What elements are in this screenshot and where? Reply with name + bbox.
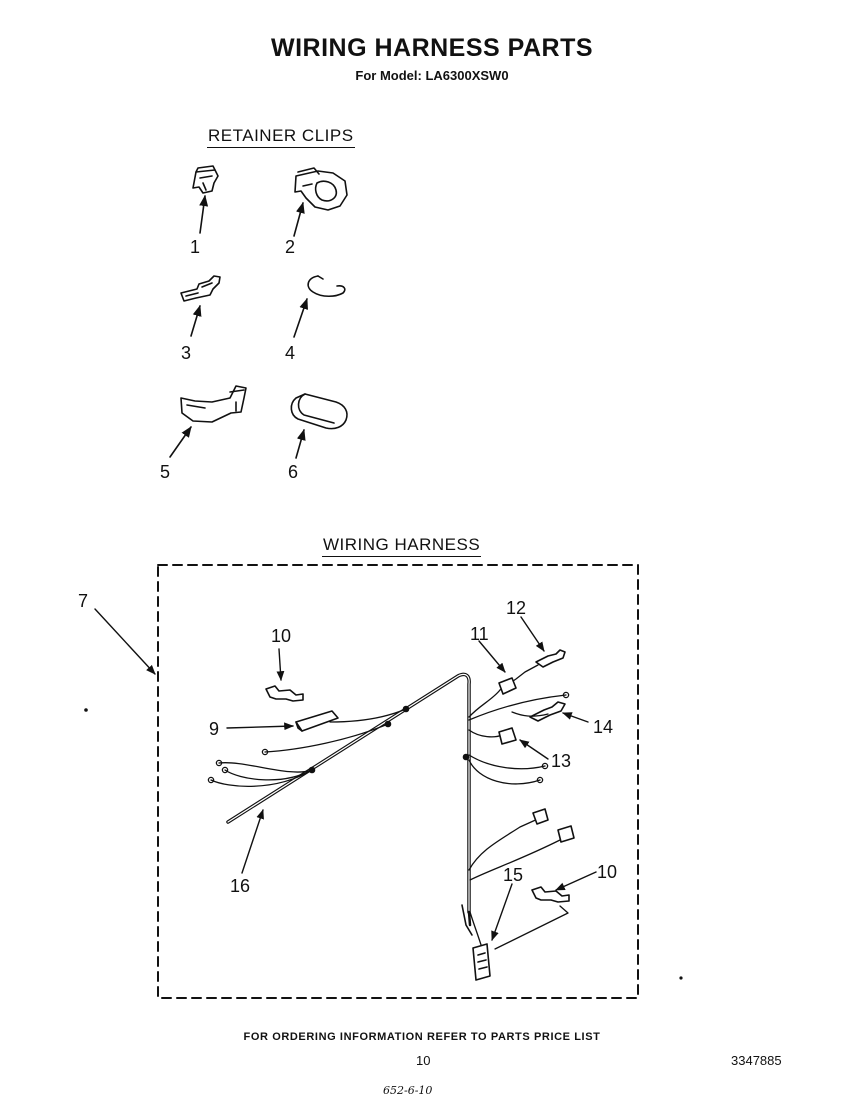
- callout-12: 12: [506, 598, 527, 618]
- terminal-14: [529, 701, 566, 722]
- retainer-clip-5: [169, 385, 247, 458]
- callout-3: 3: [181, 343, 192, 363]
- harness-dashed-box: [157, 564, 639, 999]
- callout-5: 5: [160, 462, 171, 482]
- left-wire-bundle: [207, 708, 407, 788]
- main-conduit: [226, 672, 472, 927]
- callout-6: 6: [288, 462, 299, 482]
- connector-11: [498, 677, 517, 695]
- callout-16: 16: [230, 876, 251, 896]
- plug-connector-b: [557, 825, 575, 843]
- handwritten-code: 652-6-10: [383, 1084, 433, 1097]
- ordering-note: FOR ORDERING INFORMATION REFER TO PARTS …: [243, 1031, 601, 1043]
- wiring-harness-heading: WIRING HARNESS: [322, 535, 482, 557]
- right-wire-bundle: [468, 664, 570, 950]
- connector-9: [295, 710, 339, 732]
- connector-13: [498, 727, 517, 745]
- callout-13: 13: [551, 751, 572, 771]
- retainer-clip-2: [293, 167, 348, 237]
- retainer-clip-1: [192, 165, 219, 234]
- terminal-10-upper: [265, 685, 304, 702]
- terminal-10-lower: [531, 886, 570, 903]
- callout-1: 1: [190, 237, 201, 257]
- model-subtitle: For Model: LA6300XSW0: [355, 68, 509, 83]
- callout-11: 11: [470, 624, 489, 644]
- document-part-number: 3347885: [731, 1053, 782, 1068]
- retainer-clip-3: [180, 275, 221, 337]
- retainer-clip-4: [293, 275, 346, 338]
- callout-15: 15: [503, 865, 524, 885]
- callout-14: 14: [593, 717, 614, 737]
- plug-connector-a: [532, 808, 549, 825]
- terminal-12: [535, 649, 566, 668]
- connector-15: [461, 904, 491, 981]
- retainer-clip-6: [290, 393, 348, 459]
- page-number: 10: [416, 1053, 431, 1068]
- callout-9: 9: [209, 719, 220, 739]
- page-title: WIRING HARNESS PARTS: [270, 34, 594, 62]
- callout-4: 4: [285, 343, 296, 363]
- callout-2: 2: [285, 237, 296, 257]
- retainer-clips-heading: RETAINER CLIPS: [207, 126, 355, 148]
- callout-10-upper: 10: [271, 626, 292, 646]
- callout-7: 7: [78, 591, 89, 611]
- callout-10-lower: 10: [597, 862, 618, 882]
